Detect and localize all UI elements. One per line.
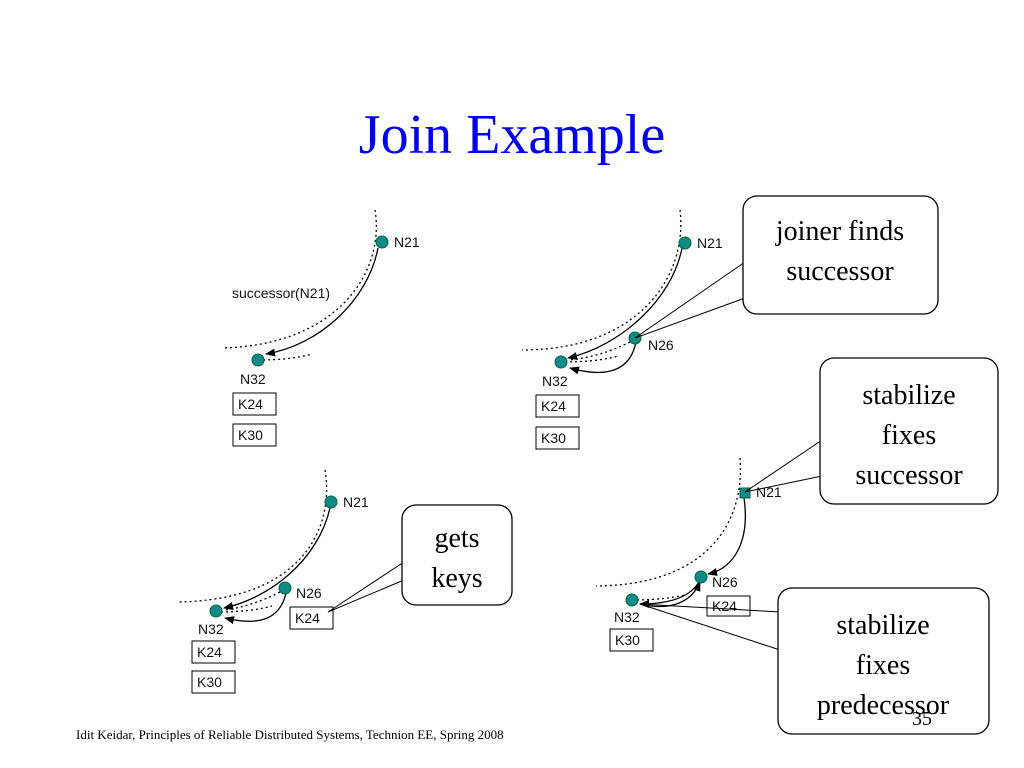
callout-line: joiner finds <box>775 216 904 247</box>
callout-line: predecessor <box>817 690 950 721</box>
key-box-k30 <box>232 423 277 447</box>
node-n32-label: N32 <box>614 609 640 625</box>
gets-keys-pointer <box>327 561 405 613</box>
key-k24-label: K24 <box>712 598 737 614</box>
node-n21-label: N21 <box>697 235 723 251</box>
callout-box <box>819 357 999 505</box>
node-n21 <box>739 487 751 499</box>
node-n32 <box>625 593 639 607</box>
slide-title: Join Example <box>358 104 666 166</box>
n26-successor-arrow <box>569 341 637 375</box>
n26-to-n32-dotted <box>567 341 631 361</box>
callout-stabilize-fixes-successor: stabilize fixes successor <box>819 357 999 505</box>
successor-lookup-arrow <box>265 247 379 357</box>
key-k24-label: K24 <box>541 398 566 414</box>
callout-box <box>742 195 939 315</box>
ring-arc-continuation <box>559 355 619 363</box>
node-n21 <box>324 495 338 509</box>
key-box-k30 <box>535 426 580 450</box>
node-n32-label: N32 <box>542 373 568 389</box>
key-k24-label: K24 <box>197 644 222 660</box>
key-box-k30 <box>191 670 236 694</box>
callout-pointers <box>327 261 823 651</box>
node-n26-label: N26 <box>296 585 322 601</box>
key-k30-label: K30 <box>541 430 566 446</box>
node-n21-label: N21 <box>394 234 420 250</box>
key-box-k24 <box>191 640 236 664</box>
n21-to-n26-arrow <box>707 497 746 576</box>
key-box-k24 <box>232 392 277 416</box>
node-n32-label: N32 <box>198 621 224 637</box>
node-n21 <box>375 235 389 249</box>
panel-3: N21 N26 N32 K24 K24 K30 <box>177 469 369 694</box>
callout-joiner-finds-successor: joiner finds successor <box>742 195 939 315</box>
callout-line: fixes <box>882 420 936 451</box>
callout-box <box>401 504 513 606</box>
node-n32 <box>209 604 223 618</box>
ring-arc <box>221 209 377 349</box>
callout-line: stabilize <box>836 610 929 641</box>
stabilize-successor-pointer <box>744 439 823 493</box>
node-n21-label: N21 <box>343 494 369 510</box>
n26-successor-arrow <box>224 592 287 625</box>
node-n26-label: N26 <box>648 337 674 353</box>
page-number: 35 <box>912 708 932 730</box>
key-box-k24 <box>535 394 580 418</box>
ring-arc-continuation <box>215 605 273 613</box>
n26-predecessor-arrow <box>639 581 701 608</box>
ring-arc <box>595 457 742 587</box>
node-n26-label: N26 <box>712 574 738 590</box>
callout-gets-keys: gets keys <box>401 504 513 606</box>
joiner-callout-pointer <box>634 261 746 339</box>
node-n21-label: N21 <box>756 484 782 500</box>
key-k24-moved-label: K24 <box>295 610 320 626</box>
callout-line: successor <box>786 256 894 287</box>
n26-to-n32-arrow <box>639 579 701 608</box>
key-k24-label: K24 <box>238 396 263 412</box>
key-k30-label: K30 <box>238 427 263 443</box>
ring-arc <box>521 209 682 351</box>
footer-citation: Idit Keidar, Principles of Reliable Dist… <box>76 727 504 742</box>
callout-line: keys <box>431 563 482 594</box>
node-n21 <box>678 236 692 250</box>
node-n26 <box>694 570 708 584</box>
n21-to-n32-arrow <box>223 507 331 610</box>
successor-message-label: successor(N21) <box>232 285 330 301</box>
node-n32 <box>554 355 568 369</box>
ring-arc <box>177 469 328 603</box>
panel-2: N21 N26 N32 K24 K30 <box>521 209 723 450</box>
key-k30-label: K30 <box>197 674 222 690</box>
key-k30-label: K30 <box>615 632 640 648</box>
n21-to-n32-arrow <box>567 247 683 360</box>
node-n26 <box>278 581 292 595</box>
n26-to-n32-dotted <box>223 591 281 611</box>
ring-arc-continuation <box>257 353 313 361</box>
key-box-k24-moved <box>289 606 334 630</box>
key-box-k30 <box>609 628 654 652</box>
panel-1: N21 N32 successor(N21) K24 K30 <box>221 209 420 447</box>
callout-box <box>777 587 990 735</box>
panel-4: N21 N26 N32 K24 K30 <box>595 457 782 652</box>
callout-line: stabilize <box>862 380 955 411</box>
callout-line: fixes <box>856 650 910 681</box>
key-box-k24 <box>706 595 751 617</box>
callout-line: gets <box>434 523 479 554</box>
callout-stabilize-fixes-predecessor: stabilize fixes predecessor <box>777 587 990 735</box>
node-n32-label: N32 <box>240 371 266 387</box>
stabilize-predecessor-pointer <box>639 603 781 651</box>
callout-line: successor <box>855 460 963 491</box>
node-n32 <box>251 353 265 367</box>
